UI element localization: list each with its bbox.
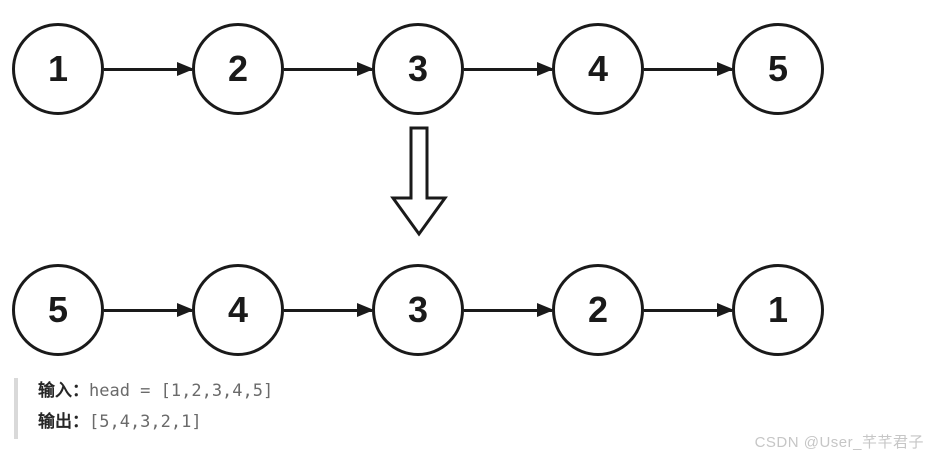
input-label: 输入：: [38, 381, 89, 400]
csdn-watermark: CSDN @User_芊芊君子: [754, 434, 924, 451]
transform-down-arrow-icon: [390, 126, 448, 237]
next-pointer-arrow: [284, 308, 372, 312]
before-node-2: 2: [192, 23, 284, 115]
example-output-line: 输出：[5,4,3,2,1]: [38, 407, 273, 438]
quote-bar: [14, 378, 18, 439]
output-label: 输出：: [38, 412, 89, 431]
after-node-4: 4: [192, 264, 284, 356]
after-node-1: 1: [732, 264, 824, 356]
input-value: head = [1,2,3,4,5]: [89, 381, 274, 401]
before-node-5: 5: [732, 23, 824, 115]
after-node-3: 3: [372, 264, 464, 356]
next-pointer-arrow: [464, 67, 552, 71]
before-node-3: 3: [372, 23, 464, 115]
before-node-1: 1: [12, 23, 104, 115]
next-pointer-arrow: [104, 67, 192, 71]
next-pointer-arrow: [644, 308, 732, 312]
next-pointer-arrow: [464, 308, 552, 312]
next-pointer-arrow: [284, 67, 372, 71]
next-pointer-arrow: [104, 308, 192, 312]
after-node-2: 2: [552, 264, 644, 356]
before-node-4: 4: [552, 23, 644, 115]
output-value: [5,4,3,2,1]: [89, 412, 202, 432]
example-io-block: 输入：head = [1,2,3,4,5] 输出：[5,4,3,2,1]: [14, 376, 273, 439]
after-node-5: 5: [12, 264, 104, 356]
next-pointer-arrow: [644, 67, 732, 71]
example-input-line: 输入：head = [1,2,3,4,5]: [38, 376, 273, 407]
